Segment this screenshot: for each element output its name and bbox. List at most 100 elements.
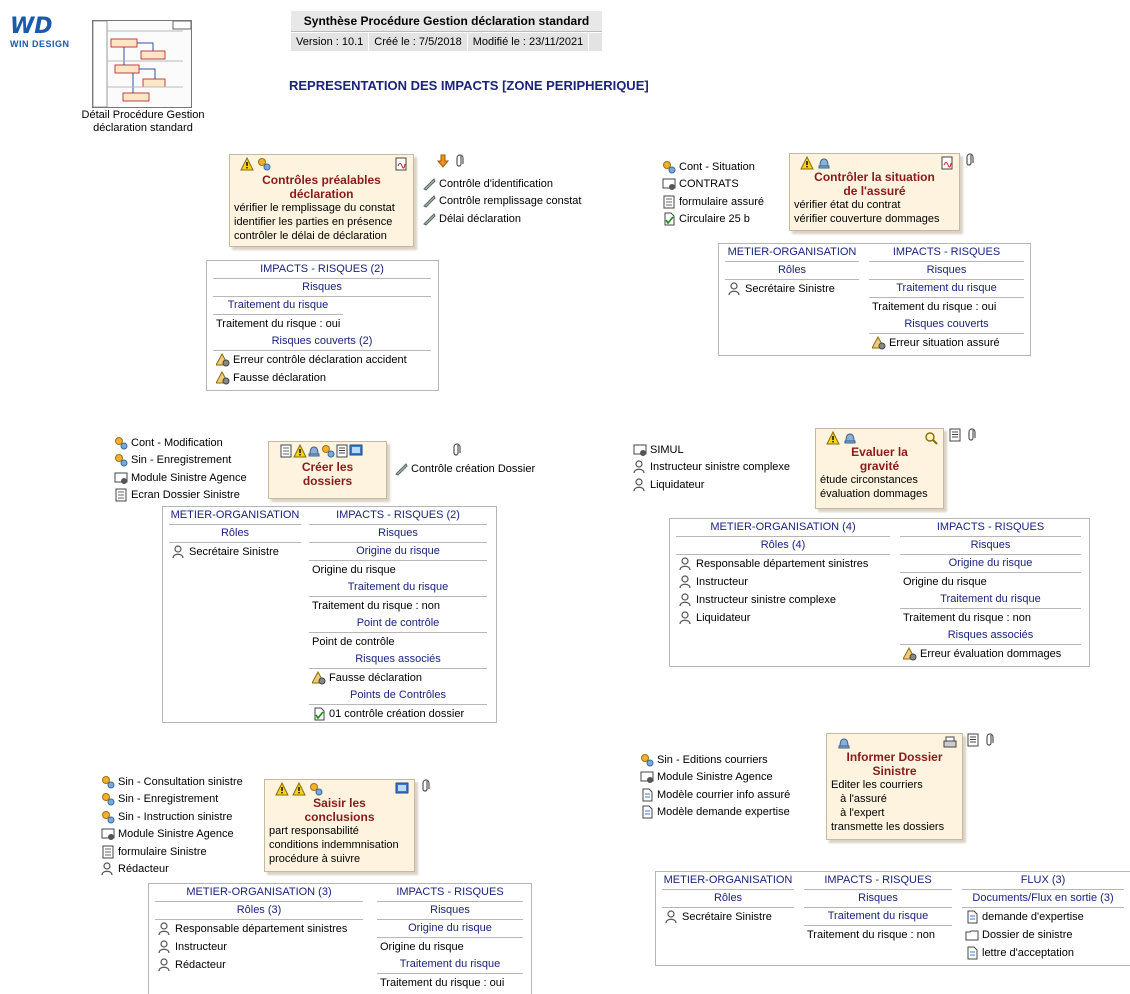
- person-icon: [158, 940, 172, 954]
- table-row: Instructeur: [676, 573, 890, 591]
- warning-icon: [240, 157, 254, 171]
- table-subheader: Origine du risque: [900, 555, 1081, 573]
- process-icons: [800, 156, 834, 170]
- risk-icon: [903, 647, 917, 661]
- p4-table: METIER-ORGANISATION (4) Rôles (4) Respon…: [669, 518, 1090, 667]
- pencil-icon: [422, 194, 436, 208]
- table-row: Erreur situation assuré: [869, 334, 1024, 352]
- paperclip-icon[interactable]: [450, 443, 464, 457]
- list-item[interactable]: Instructeur sinistre complexe: [633, 459, 790, 477]
- person-icon: [633, 478, 647, 492]
- table-header: METIER-ORGANISATION (3): [155, 884, 363, 902]
- table-row: Origine du risque: [312, 564, 396, 576]
- person-icon: [728, 282, 742, 296]
- gear-icon: [257, 157, 271, 171]
- process-desc-3: procédure à suivre: [269, 853, 361, 865]
- table-subheader: Risques: [309, 525, 487, 543]
- process-desc-1: part responsabilité: [269, 825, 359, 837]
- list-item[interactable]: Sin - Enregistrement: [114, 452, 247, 470]
- gear-icon: [321, 444, 335, 458]
- list-item[interactable]: Sin - Consultation sinistre: [101, 773, 243, 791]
- table-header: METIER-ORGANISATION (4): [676, 519, 890, 537]
- list-item[interactable]: formulaire assuré: [662, 193, 764, 211]
- table-subheader: Risques couverts: [869, 316, 1024, 334]
- paperclip-icon[interactable]: [419, 779, 433, 793]
- list-item[interactable]: Ecran Dossier Sinistre: [114, 487, 247, 505]
- list-item[interactable]: formulaire Sinistre: [101, 843, 243, 861]
- table-row: Traitement du risque : oui: [216, 318, 341, 330]
- table-row: Secrétaire Sinistre: [725, 280, 859, 298]
- document-icon: [640, 788, 654, 802]
- paperclip-icon[interactable]: [965, 428, 979, 442]
- list-item[interactable]: Contrôle d'identification: [422, 175, 581, 193]
- list-item[interactable]: Modèle demande expertise: [640, 804, 790, 822]
- list-item[interactable]: Sin - Enregistrement: [101, 791, 243, 809]
- table-subheader: Rôles (3): [155, 902, 363, 920]
- p1-table: IMPACTS - RISQUES (2) Risques Traitement…: [206, 260, 439, 391]
- process-desc-1: étude circonstances: [820, 474, 918, 486]
- list-item[interactable]: Contrôle création Dossier: [394, 460, 535, 478]
- process-desc-2: à l'assuré: [831, 793, 887, 805]
- list-item[interactable]: CONTRATS: [662, 176, 764, 194]
- warning-icon: [826, 431, 840, 445]
- list-item[interactable]: Module Sinistre Agence: [101, 826, 243, 844]
- table-header: IMPACTS - RISQUES: [869, 244, 1024, 262]
- table-subheader: Traitement du risque: [213, 297, 343, 315]
- list-item[interactable]: Délai déclaration: [422, 210, 581, 228]
- list-item[interactable]: Sin - Editions courriers: [640, 751, 790, 769]
- list-item[interactable]: Module Sinistre Agence: [640, 769, 790, 787]
- checklist-icon: [394, 157, 408, 171]
- p2-inputs-list: Cont - Situation CONTRATS formulaire ass…: [662, 158, 764, 228]
- process-desc-2: vérifier couverture dommages: [794, 213, 940, 225]
- process-desc-2: évaluation dommages: [820, 488, 928, 500]
- p6-inputs-list: Sin - Editions courriers Module Sinistre…: [640, 751, 790, 821]
- folder-icon: [965, 928, 979, 942]
- table-row: Secrétaire Sinistre: [662, 908, 794, 926]
- table-row: Responsable département sinistres: [155, 920, 363, 938]
- paperclip-icon[interactable]: [453, 154, 467, 168]
- table-row: Instructeur: [155, 938, 363, 956]
- form-icon: [662, 195, 676, 209]
- gear-icon: [114, 436, 128, 450]
- list-item[interactable]: Circulaire 25 b: [662, 211, 764, 229]
- table-row: Traitement du risque : oui: [872, 301, 997, 313]
- diagram-thumbnail[interactable]: [92, 20, 192, 108]
- clipboard-icon: [948, 428, 962, 442]
- table-subheader: Traitement du risque: [804, 908, 952, 926]
- table-subheader: Rôles: [725, 262, 859, 280]
- list-icon: [335, 444, 349, 458]
- list-item[interactable]: Cont - Situation: [662, 158, 764, 176]
- person-icon: [679, 557, 693, 571]
- person-icon: [158, 958, 172, 972]
- list-item[interactable]: Contrôle remplissage constat: [422, 193, 581, 211]
- person-icon: [679, 611, 693, 625]
- list-item[interactable]: SIMUL: [633, 441, 790, 459]
- paperclip-icon[interactable]: [963, 153, 977, 167]
- screen-icon: [101, 827, 115, 841]
- list-item[interactable]: Modèle courrier info assuré: [640, 786, 790, 804]
- pencil-icon: [422, 212, 436, 226]
- p1-top-icons: [436, 154, 470, 168]
- printer-icon: [943, 736, 957, 750]
- list-item[interactable]: Cont - Modification: [114, 434, 247, 452]
- table-row: Origine du risque: [903, 576, 987, 588]
- screen-icon: [662, 177, 676, 191]
- table-subheader: Risques: [804, 890, 952, 908]
- paperclip-icon[interactable]: [983, 733, 997, 747]
- table-row: Traitement du risque : non: [312, 600, 440, 612]
- list-item[interactable]: Rédacteur: [101, 861, 243, 879]
- list-item[interactable]: Liquidateur: [633, 476, 790, 494]
- list-item[interactable]: Sin - Instruction sinistre: [101, 808, 243, 826]
- bell-icon: [817, 156, 831, 170]
- table-row: Erreur évaluation dommages: [900, 645, 1081, 663]
- list-item[interactable]: Module Sinistre Agence: [114, 469, 247, 487]
